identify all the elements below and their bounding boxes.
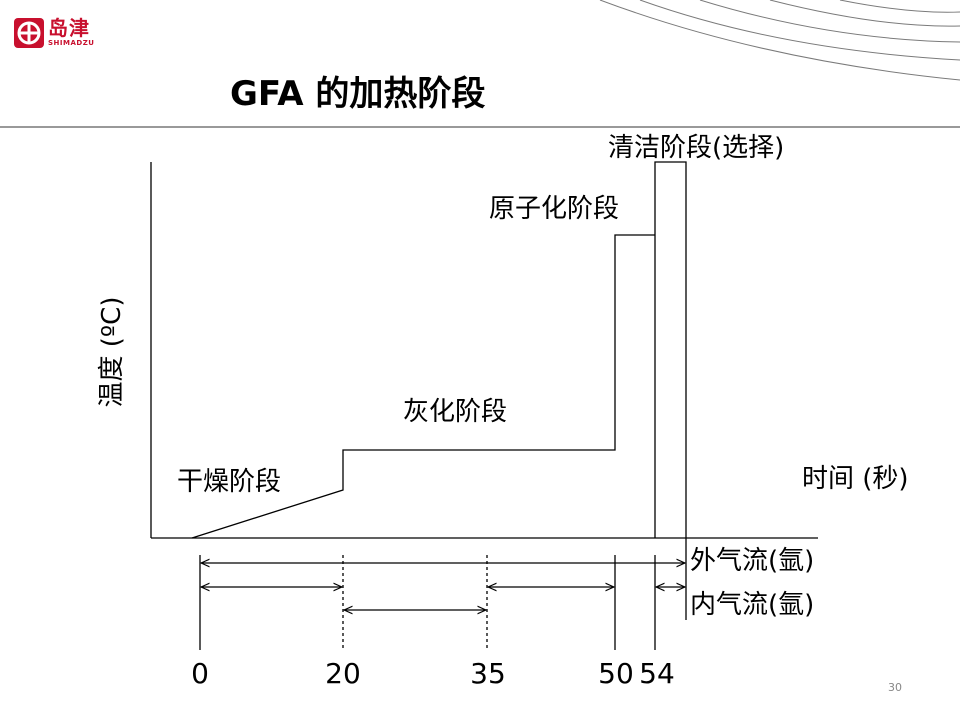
stage-label-cleaning: 清洁阶段(选择) [608, 133, 785, 163]
inner-gas-flow-label: 内气流(氩) [690, 590, 815, 620]
swoosh-line [769, 0, 960, 27]
y-axis-label: 温度 (ºC) [97, 296, 127, 408]
page-number: 30 [888, 681, 902, 694]
swoosh-line [639, 0, 960, 61]
page-title: GFA 的加热阶段 [230, 74, 486, 114]
swoosh-line [699, 0, 960, 43]
shimadzu-emblem-icon [14, 18, 44, 48]
stage-label-ashing: 灰化阶段 [403, 397, 508, 427]
stage-label-atomization: 原子化阶段 [489, 194, 620, 224]
time-tick-label: 35 [470, 657, 506, 690]
logo-text-cn: 岛津 [48, 16, 90, 40]
stage-label-drying: 干燥阶段 [177, 467, 282, 497]
swoosh-line [599, 0, 960, 81]
shimadzu-logo: 岛津 SHIMADZU [14, 18, 94, 48]
outer-gas-flow-label: 外气流(氩) [690, 546, 815, 576]
swoosh-line [839, 0, 960, 13]
x-axis-label: 时间 (秒) [802, 464, 909, 494]
time-tick-label: 0 [191, 657, 209, 690]
logo-text-en: SHIMADZU [48, 39, 95, 47]
time-tick-label: 54 [639, 657, 675, 690]
time-tick-label: 20 [325, 657, 361, 690]
temperature-profile-line [191, 161, 687, 539]
time-tick-label: 50 [598, 657, 634, 690]
